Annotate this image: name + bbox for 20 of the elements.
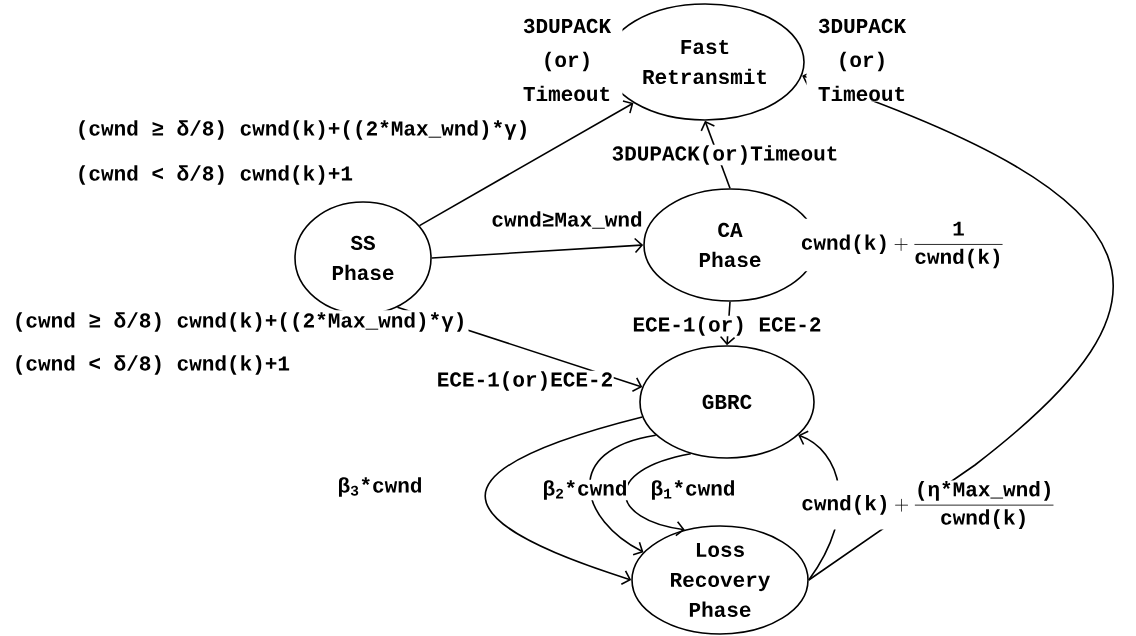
rule-label: (cwnd < δ/8) cwnd(k)+1 (73, 163, 356, 187)
arrow (431, 237, 644, 259)
edge-label: 3DUPACK (or) Timeout (806, 18, 918, 102)
edge-label: β$_{1}$*cwnd (650, 479, 736, 501)
loop-label: $\text{cwnd(k)}+\dfrac{\text{1}}{\text{cwnd(k)}}$ (797, 218, 1007, 272)
edge-label: 3DUPACK (or) Timeout (511, 18, 623, 102)
edge-label: cwnd≥Max_wnd (490, 210, 644, 230)
rule-label: (cwnd < δ/8) cwnd(k)+1 (10, 353, 293, 377)
edge-label: ECE-1(or)ECE-2 (436, 370, 614, 392)
edge-label: ECE-1(or) ECE-2 (632, 315, 822, 337)
arrow (484, 416, 644, 586)
arrow (588, 434, 657, 556)
edge-label: β$_{3}$*cwnd (337, 476, 423, 498)
arrow (418, 100, 634, 227)
rule-label: (cwnd ≥ δ/8) cwnd(k)+((2*Max_wnd)*γ) (10, 310, 469, 334)
edge-label: $\text{cwnd(k)}+\dfrac{\text{(η*Max\_wnd)}}{\text{cwnd(k)}}$ (800, 480, 1056, 530)
rule-label: (cwnd ≥ δ/8) cwnd(k)+((2*Max_wnd)*γ) (73, 118, 532, 142)
edge-label: 3DUPACK(or)Timeout (611, 144, 839, 166)
arrow (624, 452, 692, 537)
edge-label: β$_{2}$*cwnd (542, 479, 628, 501)
